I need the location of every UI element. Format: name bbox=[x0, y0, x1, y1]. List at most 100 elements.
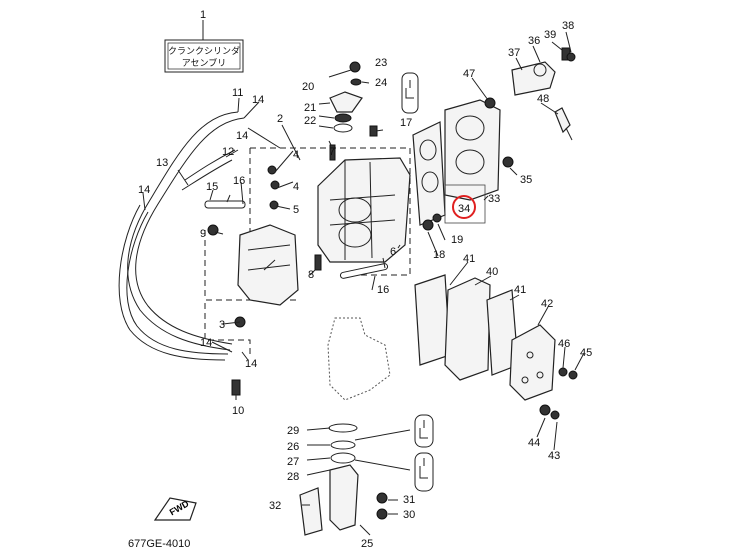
screw-9 bbox=[207, 224, 219, 236]
callout-1: 1 bbox=[200, 9, 206, 21]
washer-24 bbox=[350, 78, 362, 86]
highlight-circle bbox=[452, 195, 476, 219]
callout-46: 46 bbox=[558, 338, 570, 350]
callout-6: 6 bbox=[390, 246, 396, 258]
callout-11: 11 bbox=[232, 87, 243, 99]
callout-41b: 41 bbox=[514, 284, 526, 296]
callout-13: 13 bbox=[156, 157, 168, 169]
spark-plug bbox=[554, 107, 571, 134]
gasket-32 bbox=[299, 487, 323, 536]
title-line-2: アセンブリ bbox=[182, 57, 227, 69]
callout-8: 8 bbox=[308, 269, 314, 281]
callout-7: 7 bbox=[329, 146, 335, 158]
callout-27: 27 bbox=[287, 456, 299, 468]
callout-24: 24 bbox=[375, 77, 387, 89]
hose-16 bbox=[339, 263, 389, 279]
callout-31: 31 bbox=[403, 494, 415, 506]
callout-17: 17 bbox=[400, 117, 412, 129]
callout-14e: 14 bbox=[245, 358, 257, 370]
callout-38: 38 bbox=[562, 20, 574, 32]
callout-39: 39 bbox=[544, 29, 556, 41]
bolt-45 bbox=[568, 370, 578, 380]
lower-casing-ghost bbox=[327, 317, 391, 401]
thermostat-cover bbox=[511, 61, 556, 96]
part-34-box bbox=[444, 184, 486, 224]
exhaust-inner-cover bbox=[444, 277, 491, 381]
screw-18 bbox=[422, 219, 434, 231]
callout-14a: 14 bbox=[252, 94, 264, 106]
callout-25: 25 bbox=[361, 538, 373, 550]
callout-22: 22 bbox=[304, 115, 316, 127]
callout-41a: 41 bbox=[463, 253, 475, 265]
callout-47: 47 bbox=[463, 68, 475, 80]
callout-15: 15 bbox=[206, 181, 218, 193]
fwd-arrow-icon: FWD bbox=[153, 497, 197, 521]
pin-17 bbox=[369, 125, 378, 137]
callout-48: 48 bbox=[537, 93, 549, 105]
callout-28: 28 bbox=[287, 471, 299, 483]
callout-23: 23 bbox=[375, 57, 387, 69]
exhaust-outer-cover bbox=[509, 324, 556, 401]
bolt-10 bbox=[231, 379, 241, 396]
callout-19: 19 bbox=[451, 234, 463, 246]
callout-42: 42 bbox=[541, 298, 553, 310]
callout-35: 35 bbox=[520, 174, 532, 186]
washer-19 bbox=[432, 213, 442, 223]
callout-21: 21 bbox=[304, 102, 316, 114]
callout-4a: 4 bbox=[293, 149, 299, 161]
bolt-30 bbox=[376, 508, 388, 520]
callout-5: 5 bbox=[293, 204, 299, 216]
cylinder-block bbox=[317, 157, 411, 263]
washer-31 bbox=[376, 492, 388, 504]
callout-29: 29 bbox=[287, 425, 299, 437]
callout-9: 9 bbox=[200, 228, 206, 240]
callout-18: 18 bbox=[433, 249, 445, 261]
callout-43: 43 bbox=[548, 450, 560, 462]
grommet-21 bbox=[334, 113, 352, 123]
callout-12: 12 bbox=[222, 146, 234, 158]
callout-4b: 4 bbox=[293, 181, 299, 193]
callout-36: 36 bbox=[528, 35, 540, 47]
callout-26: 26 bbox=[287, 441, 299, 453]
sealant-icon-upper bbox=[401, 72, 419, 114]
bolt-23 bbox=[349, 61, 361, 73]
callout-44: 44 bbox=[528, 437, 540, 449]
washer-46 bbox=[558, 367, 568, 377]
callout-20: 20 bbox=[302, 81, 314, 93]
callout-34: 34 bbox=[458, 203, 470, 215]
bolt-35 bbox=[502, 156, 514, 168]
oil-seal-housing bbox=[329, 464, 359, 531]
callout-14b: 14 bbox=[236, 130, 248, 142]
title-line-1: クランクシリンダ bbox=[168, 45, 240, 57]
sealant-icon-lower bbox=[414, 452, 434, 492]
screw-47 bbox=[484, 97, 496, 109]
cover-22 bbox=[333, 123, 353, 133]
callout-14c: 14 bbox=[138, 184, 150, 196]
callout-33: 33 bbox=[488, 193, 500, 205]
head-gasket bbox=[412, 121, 446, 226]
diagram-code: 677GE-4010 bbox=[128, 538, 190, 550]
callout-10: 10 bbox=[232, 405, 244, 417]
title-box bbox=[164, 39, 244, 73]
pin-7 bbox=[329, 144, 336, 161]
callout-3: 3 bbox=[219, 319, 225, 331]
callout-16b: 16 bbox=[377, 284, 389, 296]
pin-8 bbox=[314, 254, 322, 271]
callout-37: 37 bbox=[508, 47, 520, 59]
callout-40: 40 bbox=[486, 266, 498, 278]
sealant-icon-mid bbox=[414, 414, 434, 448]
callout-32: 32 bbox=[269, 500, 281, 512]
hose-15 bbox=[204, 200, 246, 209]
crankcase-half bbox=[237, 224, 299, 306]
bolt-43 bbox=[550, 410, 560, 420]
bolt-44 bbox=[539, 404, 551, 416]
callout-30: 30 bbox=[403, 509, 415, 521]
callout-2: 2 bbox=[277, 113, 283, 125]
exhaust-gasket-41-left bbox=[414, 274, 451, 366]
bolt-38 bbox=[566, 52, 576, 62]
callout-14d: 14 bbox=[200, 337, 212, 349]
callout-16a: 16 bbox=[233, 175, 245, 187]
anode-20 bbox=[329, 91, 363, 113]
hose-11 bbox=[127, 111, 239, 351]
